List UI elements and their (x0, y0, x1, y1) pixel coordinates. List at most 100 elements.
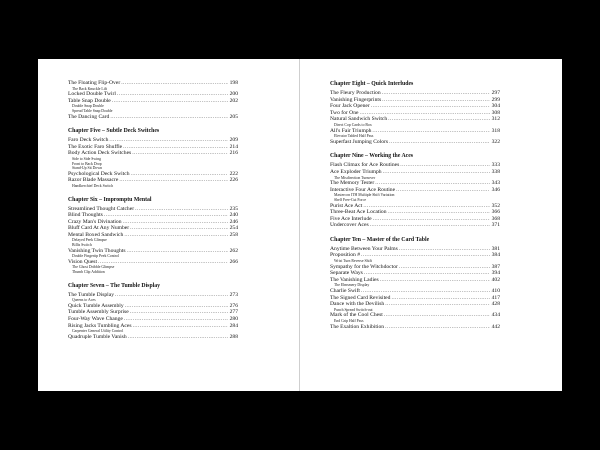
page-number: 222 (229, 170, 238, 177)
toc-subentry: The Ghost Dribble Glimpse (72, 265, 115, 270)
toc-subentry: Delayed Peek Glimpse (72, 238, 107, 243)
toc-entry: The Dancing Card205 (68, 114, 238, 121)
page-number: 299 (491, 96, 500, 103)
entry-title: Flash Climax for Ace Routines (330, 162, 400, 169)
page-number: 371 (491, 222, 500, 229)
dot-leader (132, 150, 228, 157)
dot-leader (127, 248, 228, 255)
toc-entry: Flash Climax for Ace Routines 333 (330, 162, 500, 169)
chapter-entries: Flash Climax for Ace Routines333Ace Expl… (330, 162, 500, 229)
toc-entry: Natural Sandwich Switch312 (330, 116, 500, 123)
toc-subentry: Side to Side Swing (72, 156, 102, 161)
toc-entry: Vision Quest 266 (68, 259, 238, 266)
toc-subentry: Stand-Up Sit Down (72, 166, 102, 171)
page-number: 318 (491, 127, 500, 134)
toc-entry: Mental Boxed Sandwich 258 (68, 232, 238, 239)
entry-title: Four-Way Wave Change (68, 316, 123, 322)
dot-leader (375, 180, 490, 187)
page-number: 333 (491, 162, 500, 169)
toc-entry: Separate Ways394 (330, 270, 500, 277)
toc-entry: Three-Beat Ace Location366 (330, 209, 500, 216)
dot-leader (400, 162, 490, 169)
toc-entry: Superfast Jumping Colors322 (330, 139, 500, 146)
toc-entry: The Vanishing Ladies402 (330, 277, 500, 284)
toc-entry: Crazy Man's Divination246 (68, 219, 238, 226)
entry-title: Two for One (330, 109, 359, 116)
entry-title: Charlie Swift (330, 288, 360, 295)
entry-title: Five Ace Interlude (330, 215, 372, 222)
entry-title: Anytime Between Your Palms (330, 245, 398, 252)
dot-leader (372, 128, 490, 135)
chapter-heading: Chapter Nine – Working the Aces (330, 153, 414, 160)
dot-leader (115, 292, 228, 299)
page-number: 258 (229, 231, 238, 238)
chapter-heading: Chapter Eight – Quick Interludes (330, 81, 414, 87)
page-number: 246 (229, 218, 238, 225)
page-number: 262 (229, 247, 238, 254)
bottom-black-border (0, 391, 600, 450)
toc-entry: Charlie Swift410 (330, 288, 500, 295)
toc-entry: Sympathy for the Witchdoctor387 (330, 264, 500, 271)
toc-subentry: Wrist Turn Reverse Shift (334, 259, 372, 264)
dot-leader (104, 212, 228, 219)
page-number: 205 (229, 113, 238, 120)
dot-leader (399, 264, 490, 271)
toc-subentry: Queens to Aces (72, 298, 96, 303)
entry-title: Mental Boxed Sandwich (68, 231, 124, 238)
toc-entry: Proposition # 384 (330, 252, 500, 259)
toc-entry: The Tumble Display273 (68, 292, 238, 299)
dot-leader (135, 206, 228, 213)
top-black-border (0, 0, 600, 59)
page-number: 304 (491, 103, 500, 110)
page-number: 322 (491, 138, 500, 145)
entry-title: Vision Quest (68, 258, 98, 265)
toc-subentry: Billis Switch (72, 243, 92, 248)
entry-title: All's Fair Triumph (330, 127, 372, 134)
dot-leader (361, 252, 490, 259)
entry-title: Psychological Deck Switch (68, 170, 130, 177)
page-number: 273 (229, 291, 238, 298)
dot-leader (119, 177, 228, 184)
toc-entry: Quadruple Tumble Vanish288 (68, 334, 238, 341)
dot-leader (370, 222, 490, 229)
dot-leader (123, 144, 228, 151)
toc-entry: All's Fair Triumph 318 (330, 128, 500, 135)
toc-continued-block: The Floating Flip-Over198The Back Knuckl… (68, 80, 238, 120)
entry-title: The Exotic Faro Shuffle (68, 143, 123, 150)
entry-title: Locked Double Twirl (68, 91, 116, 98)
entry-title: Quadruple Tumble Vanish (68, 333, 127, 340)
dot-leader (130, 309, 228, 316)
page-number: 428 (491, 301, 500, 308)
entry-title: Table Snap Double (68, 97, 111, 104)
page-number: 266 (229, 258, 238, 265)
page-number: 240 (229, 212, 238, 219)
entry-title: Proposition # (330, 252, 360, 259)
page-number: 338 (491, 168, 500, 175)
page-number: 442 (491, 323, 500, 330)
dot-leader (383, 169, 490, 176)
dot-leader (373, 216, 490, 223)
dot-leader (124, 232, 228, 239)
chapter-heading: Chapter Five – Subtle Deck Switches (68, 128, 160, 135)
toc-entry: The Floating Flip-Over198 (68, 80, 238, 87)
dot-leader (363, 203, 490, 210)
toc-entry: Table Snap Double202 (68, 98, 238, 105)
page-number: 216 (229, 150, 238, 157)
toc-subentry: Shelf Free-Cut Force (334, 197, 367, 202)
page-number: 312 (491, 116, 500, 123)
page-number: 384 (491, 252, 500, 259)
toc-entry: Faro Deck Switch209 (68, 137, 238, 144)
chapter-heading: Chapter Ten – Master of the Card Table (330, 236, 430, 243)
entry-title: Dance with the Devilish (330, 301, 385, 308)
toc-subentry: Handkerchief Deck Switch (72, 183, 114, 188)
toc-entry: Four-Way Wave Change280 (68, 316, 238, 323)
toc-entry: Psychological Deck Switch 222 (68, 171, 238, 178)
entry-title: Purist Ace Act (330, 202, 363, 209)
chapter-entries: Anytime Between Your Palms381Proposition… (330, 246, 500, 330)
page-number: 297 (491, 90, 500, 96)
entry-title: Sympathy for the Witchdoctor (330, 263, 398, 270)
entry-title: Mark of the Cool Chest (330, 312, 383, 319)
page-number: 346 (491, 186, 500, 193)
toc-subentry: Mastercon ITH Multiple Shift Variation (334, 193, 395, 198)
page-number: 200 (229, 91, 238, 98)
